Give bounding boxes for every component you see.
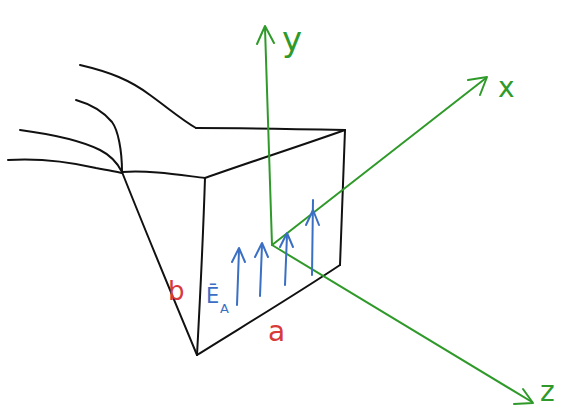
guide-line	[8, 159, 122, 173]
front-bottom-edge	[197, 265, 340, 355]
field-subscript: A	[220, 302, 229, 315]
axis-arrowhead	[257, 26, 274, 44]
field-arrow	[280, 233, 293, 247]
dimension-label: b	[168, 278, 185, 304]
field-arrow	[237, 250, 239, 305]
guide-line	[20, 130, 122, 172]
axis-label: z	[540, 378, 555, 406]
axis-label: x	[498, 74, 515, 102]
axes	[257, 26, 533, 404]
waveguide-outline	[8, 65, 345, 355]
field-arrows	[208, 200, 319, 305]
front-top-edge	[205, 130, 345, 178]
side-edge	[122, 172, 197, 355]
field-arrow	[255, 243, 268, 257]
front-right-edge	[340, 130, 345, 265]
field-arrow	[306, 210, 319, 225]
field-arrow	[232, 248, 245, 262]
field-arrow	[285, 235, 287, 285]
axis-arrowhead	[514, 389, 533, 404]
z-axis	[272, 245, 532, 402]
axis-label: y	[282, 22, 302, 56]
field-arrow	[260, 245, 262, 296]
y-axis	[265, 28, 272, 245]
axis-arrowhead	[468, 77, 487, 95]
top-edge	[122, 172, 205, 178]
front-left-edge	[197, 178, 205, 355]
guide-line	[80, 65, 196, 128]
top-edge	[196, 128, 345, 130]
x-axis	[272, 78, 486, 245]
field-symbol: Ē	[206, 286, 219, 307]
dimension-label: a	[268, 318, 285, 346]
